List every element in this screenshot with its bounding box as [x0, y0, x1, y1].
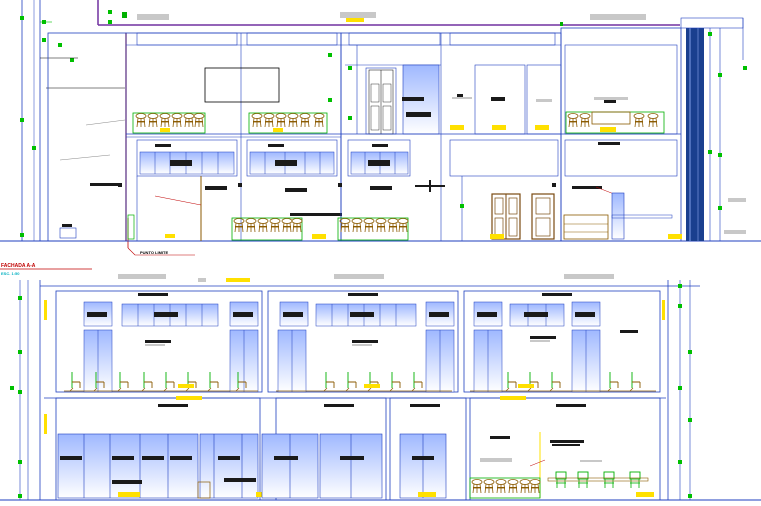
unit-lower-1	[55, 397, 274, 501]
unit-lower-3	[389, 397, 467, 501]
unit-lower-4	[469, 397, 661, 501]
unit-lower-2	[261, 397, 387, 501]
unit-upper-3	[463, 290, 661, 393]
svg-text:FACHADA A-A: FACHADA A-A	[1, 263, 36, 269]
boundary-label: PUNTO LIMITE	[140, 250, 168, 255]
upper-elevation: PUNTO LIMITE	[0, 0, 761, 256]
lower-elevation	[0, 274, 761, 501]
svg-text:ESC. 1:50: ESC. 1:50	[1, 271, 20, 276]
unit-upper-2	[267, 290, 459, 393]
column	[686, 28, 704, 241]
unit-upper-1	[55, 290, 263, 393]
section-title: FACHADA A-A ESC. 1:50	[0, 263, 92, 276]
